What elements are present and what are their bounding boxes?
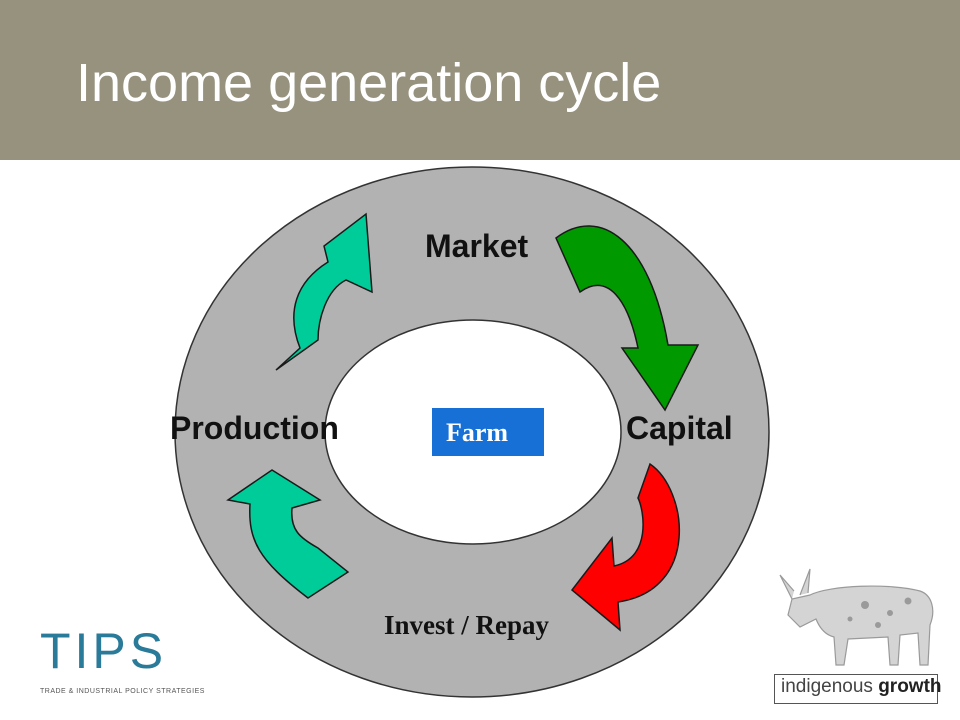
- slide-title: Income generation cycle: [76, 53, 662, 113]
- center-farm-box: Farm: [432, 408, 544, 456]
- tips-logo: TIPS TRADE & INDUSTRIAL POLICY STRATEGIE…: [40, 622, 210, 702]
- title-bar: [0, 0, 960, 160]
- node-capital: Capital: [626, 410, 733, 446]
- node-invest-repay: Invest / Repay: [384, 610, 550, 640]
- arrow-production-to-market: [275, 212, 373, 371]
- arrow-invest-to-production: [226, 469, 350, 599]
- node-production: Production: [170, 410, 339, 446]
- arrow-capital-to-invest: [570, 462, 681, 632]
- logo-text-light: indigenous: [781, 676, 879, 697]
- indigenous-growth-logo: indigenous growth: [774, 674, 942, 704]
- node-market: Market: [425, 228, 529, 264]
- cow-icon: [779, 568, 934, 666]
- tips-logo-letters: TIPS: [40, 623, 168, 679]
- logo-text-bold: growth: [878, 676, 942, 697]
- arrow-market-to-capital: [555, 225, 700, 412]
- tips-logo-subtitle: TRADE & INDUSTRIAL POLICY STRATEGIES: [40, 688, 205, 695]
